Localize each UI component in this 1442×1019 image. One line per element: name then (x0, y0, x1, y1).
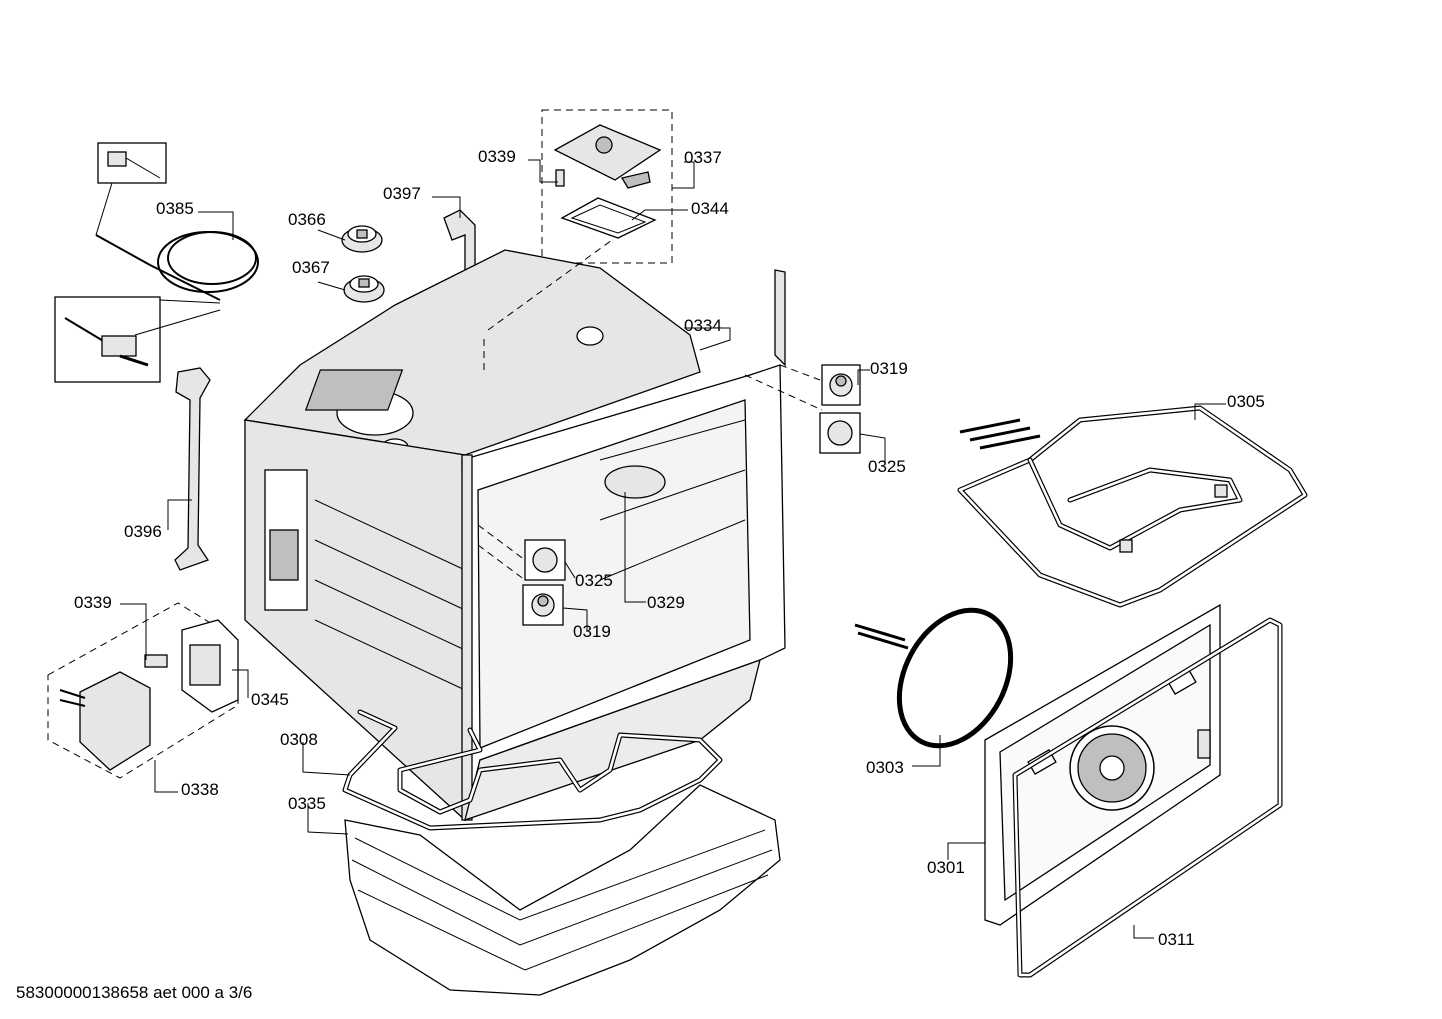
fan-motor-group (541, 109, 673, 264)
dashed-leader-fan (487, 239, 613, 331)
lamp-cover-center-0325 (524, 539, 566, 581)
dashed-leader-right-lamp (744, 374, 823, 411)
label-0319-center: 0319 (573, 622, 611, 641)
label-0319-right: 0319 (870, 359, 908, 378)
lamp-part-center-0319 (522, 584, 564, 626)
label-0339-top: 0339 (478, 147, 516, 166)
temperature-sensor-part (54, 142, 259, 383)
label-0385: 0385 (156, 199, 194, 218)
back-panel-0301 (984, 603, 1221, 926)
heating-element-0308 (342, 709, 723, 831)
knob-part-lower (343, 275, 385, 303)
part-labels: 0385 0366 0367 0397 0339 0337 0344 0334 … (74, 147, 1265, 949)
label-0329: 0329 (647, 593, 685, 612)
label-0311: 0311 (1158, 930, 1195, 949)
label-0335: 0335 (288, 794, 326, 813)
label-0366: 0366 (288, 210, 326, 229)
label-0338: 0338 (181, 780, 219, 799)
label-0345: 0345 (251, 690, 289, 709)
dashed-leader-center-lamp (477, 544, 526, 581)
label-0301: 0301 (927, 858, 965, 877)
label-0337: 0337 (684, 148, 722, 167)
label-0396: 0396 (124, 522, 162, 541)
oven-cavity-part (243, 249, 786, 822)
footer-document-id: 58300000138658 aet 000 a 3/6 (16, 983, 252, 1002)
label-0325-right: 0325 (868, 457, 906, 476)
lamp-part-right-0319 (821, 364, 861, 406)
bracket-part-0396 (174, 367, 211, 571)
leader-lines (120, 159, 1226, 939)
dashed-leader-center-lamp-2 (477, 524, 526, 561)
dashed-leader-right-lamp-2 (779, 364, 821, 381)
label-0344: 0344 (691, 199, 729, 218)
door-seal-0311 (1012, 617, 1283, 978)
knob-part-upper (341, 225, 383, 253)
grill-element-0305 (957, 405, 1308, 608)
label-0308: 0308 (280, 730, 318, 749)
label-0367: 0367 (292, 258, 330, 277)
label-0305: 0305 (1227, 392, 1265, 411)
ring-heater-0303 (854, 607, 1014, 749)
label-0303: 0303 (866, 758, 904, 777)
label-0325-center: 0325 (575, 571, 613, 590)
label-0334: 0334 (684, 316, 722, 335)
label-0339-left: 0339 (74, 593, 112, 612)
oven-seal-0335 (344, 784, 781, 996)
switch-group (47, 602, 239, 779)
lamp-cover-right-0325 (819, 412, 861, 454)
label-0397: 0397 (383, 184, 421, 203)
